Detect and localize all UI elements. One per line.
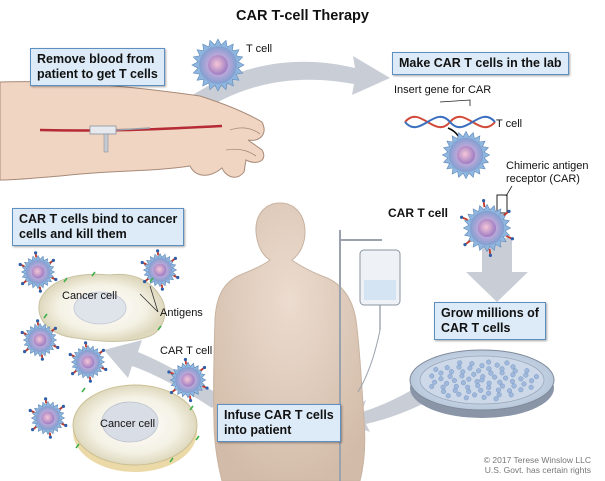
label-insert-gene: Insert gene for CAR bbox=[394, 84, 492, 96]
car-t-cell-lab bbox=[459, 199, 515, 257]
step-infuse-line1: Infuse CAR T cells bbox=[224, 408, 334, 422]
label-car-line1: Chimeric antigen bbox=[506, 160, 589, 172]
label-car-line2: receptor (CAR) bbox=[506, 173, 580, 185]
copyright-line1: © 2017 Terese Winslow LLC bbox=[483, 455, 591, 465]
step-bind-line1: CAR T cells bind to cancer bbox=[19, 212, 178, 226]
car-t-cell-attack-1 bbox=[18, 251, 58, 293]
car-t-cell-attack-2 bbox=[140, 249, 180, 291]
petri-dish bbox=[409, 349, 555, 418]
car-t-cell-infused bbox=[167, 357, 209, 403]
step-remove-line2: patient to get T cells bbox=[37, 67, 158, 81]
t-cell-top bbox=[191, 38, 245, 92]
antigen-markers bbox=[43, 271, 200, 463]
label-cancer-cell-top: Cancer cell bbox=[62, 290, 118, 302]
step-make-car: Make CAR T cells in the lab bbox=[392, 52, 569, 75]
flow-arrow-lab bbox=[178, 56, 390, 118]
flow-arrow-grow bbox=[466, 238, 528, 302]
t-cell-lab bbox=[441, 130, 491, 180]
car-t-cell-attack-3 bbox=[20, 319, 60, 361]
step-grow-line1: Grow millions of bbox=[441, 306, 539, 320]
car-t-cell-attack-4 bbox=[68, 341, 108, 383]
step-bind-line2: cells and kill them bbox=[19, 227, 127, 241]
label-antigens: Antigens bbox=[160, 307, 203, 319]
step-infuse-line2: into patient bbox=[224, 423, 292, 437]
step-remove-line1: Remove blood from bbox=[37, 52, 155, 66]
step-make-line: Make CAR T cells in the lab bbox=[399, 56, 562, 70]
step-remove-blood: Remove blood from patient to get T cells bbox=[30, 48, 165, 86]
label-t-cell-top: T cell bbox=[246, 43, 273, 55]
copyright-line2: U.S. Govt. has certain rights bbox=[484, 465, 591, 475]
step-grow: Grow millions of CAR T cells bbox=[434, 302, 546, 340]
label-cancer-cell-bottom: Cancer cell bbox=[100, 418, 156, 430]
label-car-t-cell-small: CAR T cell bbox=[160, 345, 213, 357]
car-t-cell-attack-5 bbox=[28, 397, 68, 439]
car-pointer-line bbox=[505, 185, 513, 197]
diagram-title: CAR T-cell Therapy bbox=[236, 8, 369, 24]
step-grow-line2: CAR T cells bbox=[441, 321, 511, 335]
cancer-cell-top bbox=[38, 273, 166, 342]
step-bind: CAR T cells bind to cancer cells and kil… bbox=[12, 208, 185, 246]
cancer-cell-bottom bbox=[72, 384, 198, 472]
copyright-notice: © 2017 Terese Winslow LLC U.S. Govt. has… bbox=[484, 455, 591, 475]
antigens-pointer bbox=[139, 285, 159, 313]
step-infuse: Infuse CAR T cells into patient bbox=[217, 404, 341, 442]
arm-illustration bbox=[0, 81, 265, 181]
label-car-t-cell: CAR T cell bbox=[388, 206, 449, 220]
label-t-cell-lab: T cell bbox=[496, 118, 523, 130]
car-highlight-box bbox=[496, 194, 508, 214]
